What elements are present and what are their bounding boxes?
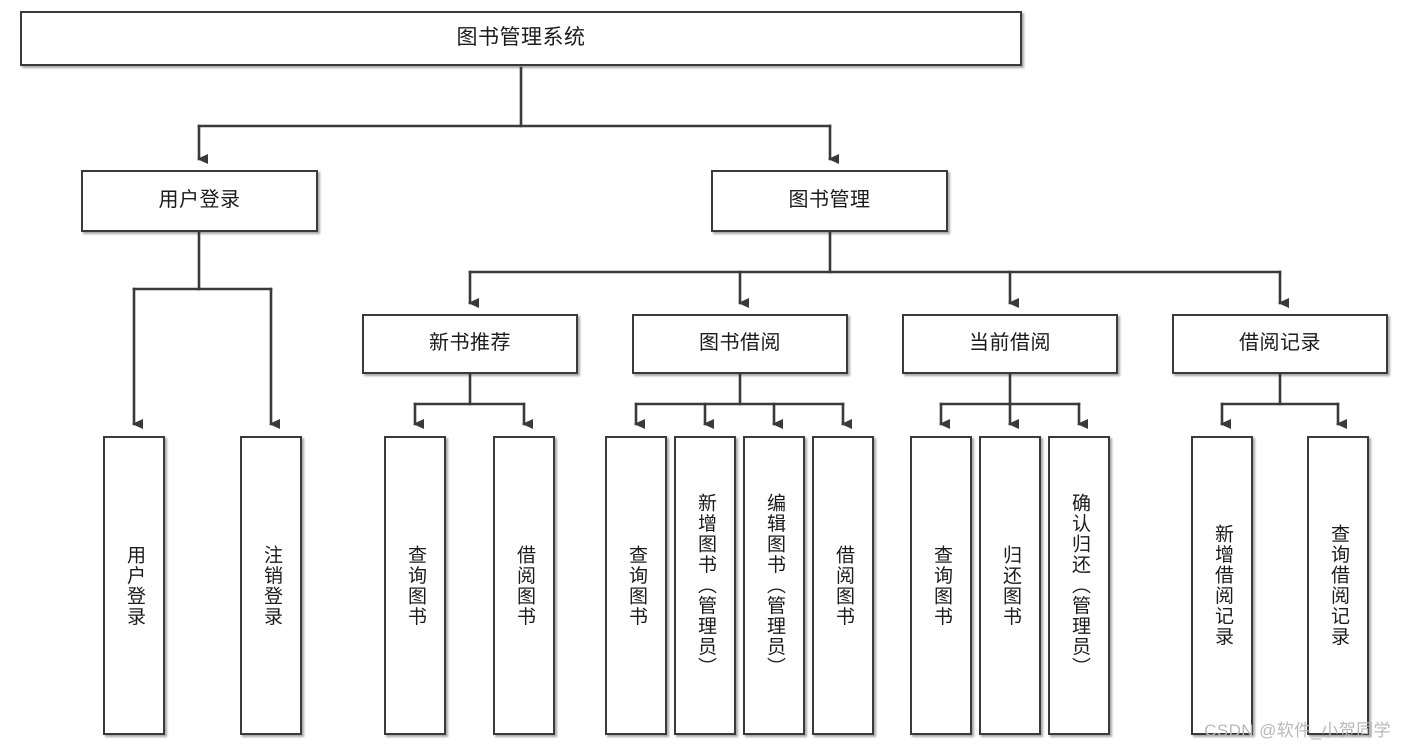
connectors-new-book-recommend-to-leaves bbox=[413, 373, 533, 429]
connectors-book-borrow-to-leaves bbox=[634, 373, 852, 429]
node-label: 查询借阅记录 bbox=[1327, 524, 1349, 647]
connectors-borrow-record-to-leaves bbox=[1220, 373, 1347, 429]
connectors-current-borrow-to-leaves bbox=[939, 373, 1088, 429]
connectors-book-management-to-level3 bbox=[468, 231, 1289, 308]
node-label: 用户登录 bbox=[158, 189, 241, 212]
node-leaf-edit-book-admin[interactable]: 编辑图书（管理员） bbox=[743, 436, 805, 735]
node-book-borrow[interactable]: 图书借阅 bbox=[632, 314, 848, 374]
node-current-borrow[interactable]: 当前借阅 bbox=[902, 314, 1118, 374]
node-label: 图书借阅 bbox=[699, 332, 781, 355]
node-label: 注销登录 bbox=[260, 544, 282, 627]
node-leaf-borrow-book-2[interactable]: 借阅图书 bbox=[812, 436, 874, 735]
node-label: 用户登录 bbox=[123, 544, 145, 627]
node-label: 图书管理 bbox=[788, 189, 871, 212]
node-leaf-user-login[interactable]: 用户登录 bbox=[103, 436, 165, 735]
node-label: 借阅图书 bbox=[832, 544, 854, 627]
node-root-system[interactable]: 图书管理系统 bbox=[20, 11, 1022, 66]
node-leaf-add-borrow-record[interactable]: 新增借阅记录 bbox=[1191, 436, 1253, 735]
node-label: 当前借阅 bbox=[969, 332, 1051, 355]
connectors-user-login-to-leaves bbox=[132, 231, 280, 429]
node-leaf-query-book-3[interactable]: 查询图书 bbox=[910, 436, 972, 735]
node-label: 借阅图书 bbox=[513, 544, 535, 627]
node-label: 归还图书 bbox=[999, 544, 1021, 627]
node-label: 新书推荐 bbox=[429, 332, 511, 355]
node-label: 查询图书 bbox=[404, 544, 426, 627]
node-label: 查询图书 bbox=[625, 544, 647, 627]
node-label: 新增图书（管理员） bbox=[694, 493, 716, 678]
node-leaf-confirm-return-admin[interactable]: 确认归还（管理员） bbox=[1048, 436, 1110, 735]
node-borrow-record[interactable]: 借阅记录 bbox=[1172, 314, 1388, 374]
watermark-text: CSDN @软件_小贺同学 bbox=[1204, 721, 1391, 740]
node-leaf-add-book-admin[interactable]: 新增图书（管理员） bbox=[674, 436, 736, 735]
node-label: 借阅记录 bbox=[1239, 332, 1321, 355]
node-leaf-query-borrow-record[interactable]: 查询借阅记录 bbox=[1307, 436, 1369, 735]
node-label: 图书管理系统 bbox=[456, 26, 586, 50]
node-leaf-query-book-1[interactable]: 查询图书 bbox=[384, 436, 446, 735]
node-leaf-borrow-book-1[interactable]: 借阅图书 bbox=[493, 436, 555, 735]
connectors-root-to-level2 bbox=[197, 66, 839, 164]
node-label: 确认归还（管理员） bbox=[1068, 493, 1090, 678]
node-leaf-query-book-2[interactable]: 查询图书 bbox=[605, 436, 667, 735]
node-leaf-logout-login[interactable]: 注销登录 bbox=[240, 436, 302, 735]
node-label: 编辑图书（管理员） bbox=[763, 493, 785, 678]
node-leaf-return-book[interactable]: 归还图书 bbox=[979, 436, 1041, 735]
node-user-login[interactable]: 用户登录 bbox=[81, 170, 318, 232]
node-label: 查询图书 bbox=[930, 544, 952, 627]
node-new-book-recommend[interactable]: 新书推荐 bbox=[362, 314, 578, 374]
node-label: 新增借阅记录 bbox=[1211, 524, 1233, 647]
node-book-management[interactable]: 图书管理 bbox=[711, 170, 948, 232]
